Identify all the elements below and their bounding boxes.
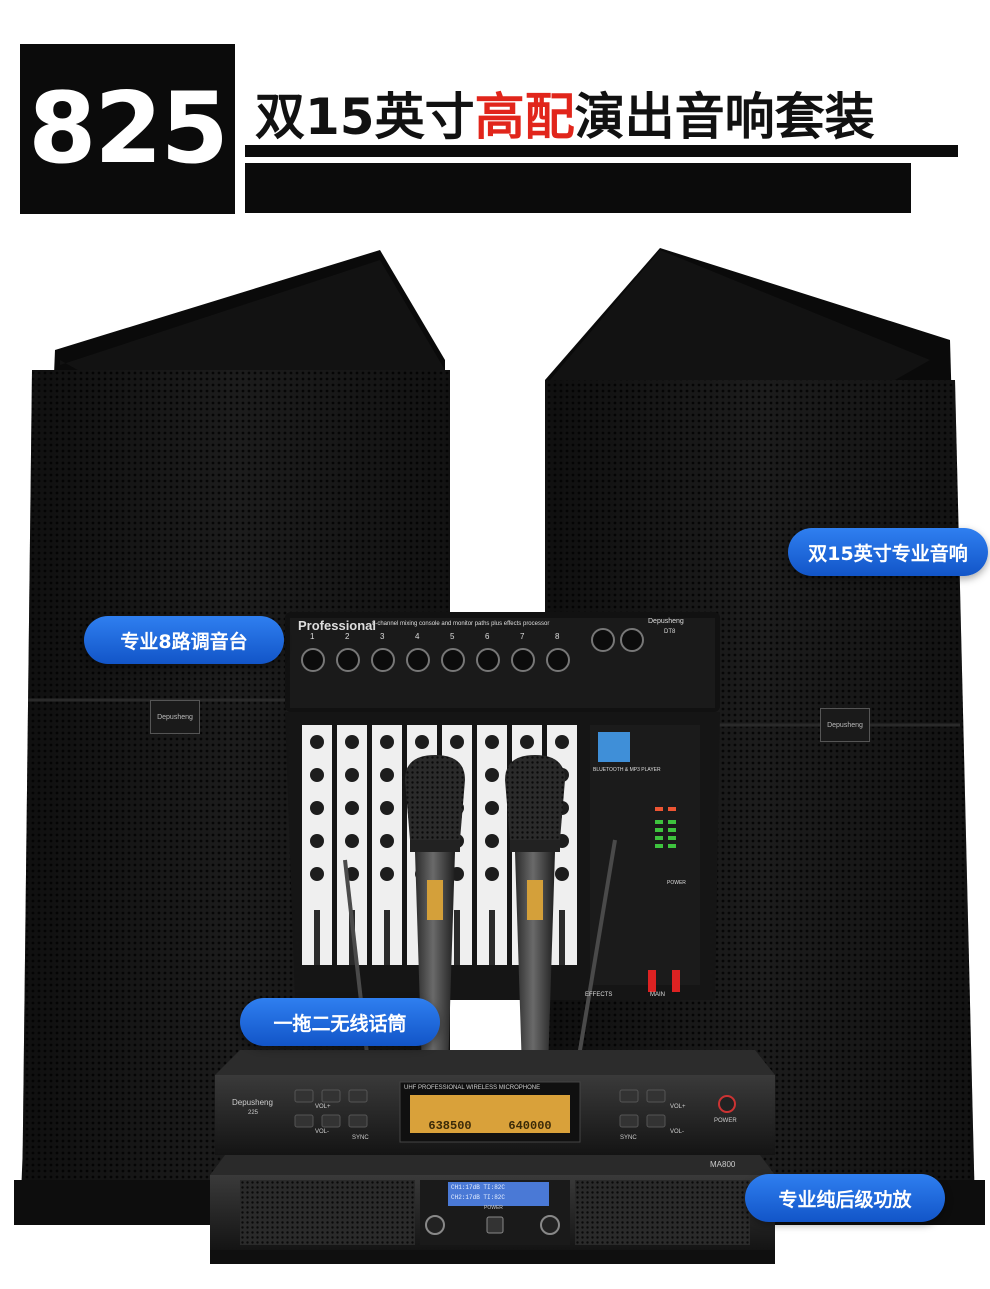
channel-number: 7	[520, 632, 525, 641]
receiver-vol-down-left[interactable]: VOL-	[315, 1129, 330, 1135]
mixer-bt-label: BLUETOOTH & MP3 PLAYER	[593, 767, 661, 773]
receiver-frequency-a: 638500	[428, 1119, 472, 1133]
receiver-sync-right[interactable]: SYNC	[620, 1135, 637, 1141]
channel-number: 8	[555, 632, 560, 641]
mixer-console	[285, 612, 720, 1000]
mixer-callout: 专业8路调音台	[84, 616, 284, 664]
channel-number: 6	[485, 632, 490, 641]
model-number: 825	[28, 72, 229, 186]
mixer-model: DT8	[664, 629, 676, 635]
channel-number: 1	[310, 632, 315, 641]
page-title: 双15英寸高配演出音响套装	[255, 78, 875, 148]
subtitle-bar	[245, 163, 911, 213]
model-number-badge: 825	[20, 44, 235, 214]
product-photo: Depusheng Depusheng Professional 8-chann…	[0, 220, 990, 1289]
title-part-2: 演出音响套装	[574, 88, 875, 146]
amplifier-model: MA800	[710, 1160, 736, 1169]
mixer-effects-label: EFFECTS	[585, 992, 613, 998]
amplifier-display-line-1: CH1:17dB TI:82C	[451, 1184, 506, 1191]
receiver-model: 225	[248, 1110, 259, 1116]
receiver-power-label[interactable]: POWER	[714, 1118, 737, 1124]
mixer-main-label: MAIN	[650, 992, 665, 998]
channel-number: 2	[345, 632, 350, 641]
amplifier-power-label[interactable]: POWER	[484, 1205, 503, 1211]
microphone-callout: 一拖二无线话筒	[240, 998, 440, 1046]
receiver-display: 638500 640000	[410, 1095, 570, 1133]
receiver-band-label: UHF PROFESSIONAL WIRELESS MICROPHONE	[404, 1085, 541, 1091]
channel-number: 5	[450, 632, 455, 641]
right-speaker	[545, 248, 985, 1225]
title-part-1: 双15英寸	[255, 88, 475, 146]
speaker-callout: 双15英寸专业音响	[788, 528, 988, 576]
right-speaker-logo: Depusheng	[820, 708, 870, 742]
wireless-microphone-right	[505, 755, 617, 1081]
amplifier-display: CH1:17dB TI:82C CH2:17dB TI:82C	[448, 1182, 549, 1206]
channel-number: 4	[415, 632, 420, 641]
title-underline	[245, 145, 958, 157]
channel-number: 3	[380, 632, 385, 641]
receiver-frequency-b: 640000	[508, 1119, 552, 1133]
amplifier-display-line-2: CH2:17dB TI:82C	[451, 1194, 506, 1201]
left-speaker-logo: Depusheng	[150, 700, 200, 734]
mixer-subtitle: 8-channel mixing console and monitor pat…	[372, 621, 550, 627]
amplifier-callout: 专业纯后级功放	[745, 1174, 945, 1222]
mixer-power-label: POWER	[667, 880, 686, 886]
receiver-brand: Depusheng	[232, 1098, 273, 1107]
receiver-vol-up-right[interactable]: VOL+	[670, 1104, 686, 1110]
title-accent: 高配	[474, 88, 575, 146]
receiver-sync-left[interactable]: SYNC	[352, 1135, 369, 1141]
mixer-brand: Depusheng	[648, 618, 684, 625]
receiver-vol-down-right[interactable]: VOL-	[670, 1129, 685, 1135]
receiver-vol-up-left[interactable]: VOL+	[315, 1104, 331, 1110]
mixer-title: Professional	[298, 618, 377, 633]
